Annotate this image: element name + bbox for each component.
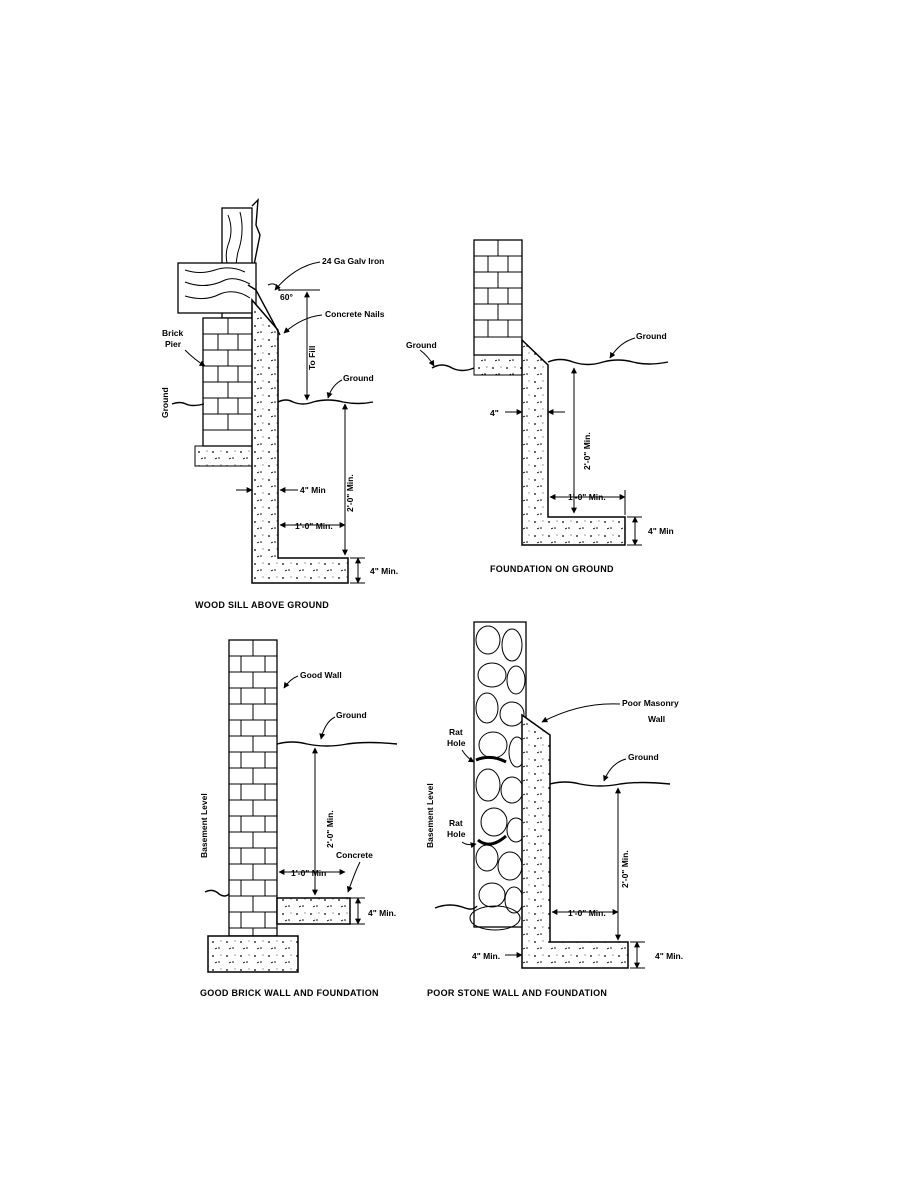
brick-pier	[194, 317, 254, 467]
basement-ground-3	[204, 889, 230, 897]
panel-poor-stone: Poor Masonry Wall Rat Hole Rat Hole Grou…	[425, 621, 683, 998]
stone-wall	[469, 621, 527, 931]
label-good-wall: Good Wall	[300, 670, 342, 680]
label-four-min-left-4: 4" Min.	[472, 951, 500, 961]
label-four-min-3: 4" Min.	[368, 908, 396, 918]
label-rat-hole-2a: Rat	[449, 818, 463, 828]
label-brick-pier-2: Pier	[165, 339, 182, 349]
ground-line-right-2	[547, 358, 669, 366]
dimensions-3	[278, 747, 365, 925]
label-ground-left-2: Ground	[406, 340, 437, 350]
label-galv-iron: 24 Ga Galv Iron	[322, 256, 384, 266]
label-ground-right: Ground	[343, 373, 374, 383]
label-two-ft-min-2: 2'-0" Min.	[582, 432, 592, 470]
label-one-ft-min-4: 1'-0" Min.	[568, 908, 606, 918]
label-rat-hole-2b: Hole	[447, 829, 466, 839]
panel-wood-sill: 24 Ga Galv Iron 60° Concrete Nails Brick…	[160, 198, 398, 610]
label-two-ft-min-3: 2'-0" Min.	[325, 810, 335, 848]
label-to-fill: To Fill	[307, 346, 317, 370]
panel3-labels: Good Wall Ground Basement Level 2'-0" Mi…	[199, 670, 396, 918]
label-poor-masonry-2: Wall	[648, 714, 665, 724]
label-rat-hole-1b: Hole	[447, 738, 466, 748]
label-four-2: 4"	[490, 408, 499, 418]
label-brick-pier-1: Brick	[162, 328, 184, 338]
concrete-foundation	[247, 284, 349, 584]
panel2-labels: Ground Ground 4" 2'-0" Min. 1'-0" Min. 4…	[406, 331, 674, 536]
wood-sill	[177, 262, 257, 314]
caption-wood-sill: WOOD SILL ABOVE GROUND	[195, 600, 329, 610]
label-ground-right-2: Ground	[636, 331, 667, 341]
basement-ground-4	[434, 904, 478, 910]
concrete-foundation-2	[521, 338, 626, 546]
brick-wall	[207, 639, 299, 973]
label-concrete-3: Concrete	[336, 850, 373, 860]
caption-foundation-on-ground: FOUNDATION ON GROUND	[490, 564, 614, 574]
dimensions-2	[505, 367, 642, 546]
brick-column	[473, 239, 523, 376]
label-ground-3: Ground	[336, 710, 367, 720]
label-four-min-2: 4" Min	[648, 526, 674, 536]
panel1-labels: 24 Ga Galv Iron 60° Concrete Nails Brick…	[160, 256, 398, 576]
label-four-min-right-4: 4" Min.	[655, 951, 683, 961]
label-poor-masonry-1: Poor Masonry	[622, 698, 679, 708]
ground-line-3	[276, 741, 398, 747]
caption-poor-stone: POOR STONE WALL AND FOUNDATION	[427, 988, 607, 998]
label-rat-hole-1a: Rat	[449, 727, 463, 737]
ground-line-4	[549, 781, 671, 787]
label-one-ft-min-2: 1'-0" Min.	[568, 492, 606, 502]
label-basement-level-3: Basement Level	[199, 793, 209, 858]
label-two-ft-min-4: 2'-0" Min.	[620, 850, 630, 888]
dimensions	[236, 283, 365, 584]
ground-line-left	[171, 401, 205, 407]
label-four-min-footing: 4" Min.	[370, 566, 398, 576]
label-two-ft-min: 2'-0" Min.	[345, 474, 355, 512]
panel-good-brick: Good Wall Ground Basement Level 2'-0" Mi…	[199, 639, 398, 998]
label-four-min: 4" Min	[300, 485, 326, 495]
concrete-foundation-4	[521, 713, 629, 969]
label-one-ft-min-3: 1'-0" Min	[291, 868, 326, 878]
dimensions-4	[505, 787, 645, 969]
panel4-labels: Poor Masonry Wall Rat Hole Rat Hole Grou…	[425, 698, 683, 961]
concrete-slab	[276, 897, 351, 925]
label-angle: 60°	[280, 292, 293, 302]
ground-line-left-2	[431, 364, 475, 372]
panel-foundation-on-ground: Ground Ground 4" 2'-0" Min. 1'-0" Min. 4…	[406, 239, 674, 574]
label-ground-4: Ground	[628, 752, 659, 762]
label-concrete-nails: Concrete Nails	[325, 309, 385, 319]
label-one-ft-min: 1'-0" Min.	[295, 521, 333, 531]
label-basement-level-4: Basement Level	[425, 783, 435, 848]
ground-line-right	[277, 399, 374, 405]
caption-good-brick: GOOD BRICK WALL AND FOUNDATION	[200, 988, 379, 998]
label-ground-left: Ground	[160, 387, 170, 418]
